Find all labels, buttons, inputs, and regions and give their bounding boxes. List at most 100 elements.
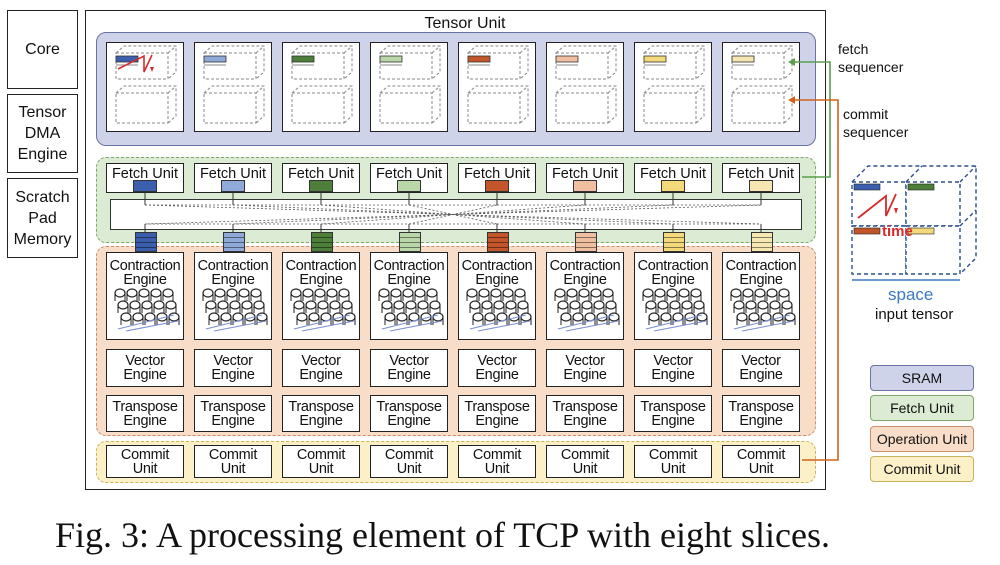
fetch-buffer-block	[573, 180, 597, 192]
vector-engine-label: Vector Engine	[211, 353, 255, 383]
input-tensor-diagram: time	[851, 165, 977, 281]
fetch-unit-5: Fetch Unit	[458, 163, 536, 193]
sram-cube-icon	[643, 45, 704, 124]
contraction-engine-label: Contraction Engine	[725, 258, 797, 288]
input-tensor-caption: input tensor	[875, 306, 954, 323]
sram-cube-icon	[731, 45, 792, 124]
operand-stack-block	[487, 232, 509, 252]
contraction-engine-4: Contraction Engine	[370, 252, 448, 340]
transpose-engine-2: Transpose Engine	[194, 395, 272, 432]
operand-stack-block	[663, 232, 685, 252]
sram-slice-2	[194, 42, 272, 132]
transpose-engine-5: Transpose Engine	[458, 395, 536, 432]
fetch-unit-7: Fetch Unit	[634, 163, 712, 193]
sram-cube-icon	[379, 45, 440, 124]
fetch-buffer-block	[221, 180, 245, 192]
transpose-engine-4: Transpose Engine	[370, 395, 448, 432]
commit-unit-8: Commit Unit	[722, 445, 800, 478]
legend-item-1: SRAM	[870, 365, 974, 391]
sram-slice-1	[106, 42, 184, 132]
fetch-buffer-block	[661, 180, 685, 192]
commit-unit-label: Commit Unit	[208, 446, 258, 477]
contraction-engine-label: Contraction Engine	[637, 258, 709, 288]
contraction-engine-label: Contraction Engine	[549, 258, 621, 288]
fetch-unit-label: Fetch Unit	[199, 166, 267, 182]
contraction-engine-label: Contraction Engine	[373, 258, 445, 288]
transpose-engine-3: Transpose Engine	[282, 395, 360, 432]
commit-unit-7: Commit Unit	[634, 445, 712, 478]
vector-engine-5: Vector Engine	[458, 349, 536, 387]
mac-array-icon	[201, 288, 268, 332]
commit-unit-4: Commit Unit	[370, 445, 448, 478]
operand-stack-block	[575, 232, 597, 252]
fetch-unit-6: Fetch Unit	[546, 163, 624, 193]
commit-unit-label: Commit Unit	[296, 446, 346, 477]
commit-unit-label: Commit Unit	[736, 446, 786, 477]
transpose-engine-label: Transpose Engine	[464, 398, 530, 429]
fetch-unit-label: Fetch Unit	[463, 166, 531, 182]
vector-engine-label: Vector Engine	[387, 353, 431, 383]
commit-unit-3: Commit Unit	[282, 445, 360, 478]
transpose-engine-label: Transpose Engine	[640, 398, 706, 429]
vector-engine-label: Vector Engine	[475, 353, 519, 383]
transpose-engine-label: Transpose Engine	[112, 398, 178, 429]
tensor-dma-engine-label: Tensor DMA Engine	[17, 104, 68, 163]
fetch-unit-label: Fetch Unit	[375, 166, 443, 182]
operand-stack-block	[311, 232, 333, 252]
legend-label: Commit Unit	[883, 461, 961, 477]
sram-cube-icon	[203, 45, 264, 124]
vector-engine-label: Vector Engine	[299, 353, 343, 383]
mac-array-icon	[641, 288, 708, 332]
tensor-dma-engine-box: Tensor DMA Engine	[7, 94, 78, 173]
vector-engine-label: Vector Engine	[563, 353, 607, 383]
legend-item-4: Commit Unit	[870, 456, 974, 482]
sram-cube-icon	[467, 45, 528, 124]
space-label: space	[888, 285, 934, 304]
contraction-engine-6: Contraction Engine	[546, 252, 624, 340]
sram-slice-4	[370, 42, 448, 132]
vector-engine-8: Vector Engine	[722, 349, 800, 387]
contraction-engine-3: Contraction Engine	[282, 252, 360, 340]
transpose-engine-6: Transpose Engine	[546, 395, 624, 432]
commit-unit-5: Commit Unit	[458, 445, 536, 478]
vector-engine-2: Vector Engine	[194, 349, 272, 387]
vector-engine-1: Vector Engine	[106, 349, 184, 387]
transpose-engine-label: Transpose Engine	[200, 398, 266, 429]
scratch-pad-memory-box: Scratch Pad Memory	[7, 178, 78, 258]
fetch-unit-label: Fetch Unit	[111, 166, 179, 182]
fetch-sequencer-label: fetch sequencer	[838, 41, 904, 75]
commit-unit-label: Commit Unit	[384, 446, 434, 477]
transpose-engine-label: Transpose Engine	[728, 398, 794, 429]
legend-label: SRAM	[901, 370, 943, 386]
sram-cube-icon	[555, 45, 616, 124]
operand-stack-block	[135, 232, 157, 252]
legend-label: Operation Unit	[876, 431, 968, 447]
sram-slice-7	[634, 42, 712, 132]
commit-unit-6: Commit Unit	[546, 445, 624, 478]
tensor-unit-title: Tensor Unit	[424, 15, 506, 32]
legend-item-2: Fetch Unit	[870, 395, 974, 421]
fetch-buffer-block	[749, 180, 773, 192]
transpose-engine-label: Transpose Engine	[288, 398, 354, 429]
mac-array-icon	[289, 288, 356, 332]
transpose-engine-label: Transpose Engine	[552, 398, 618, 429]
legend-label: Fetch Unit	[890, 400, 954, 416]
fetch-unit-label: Fetch Unit	[639, 166, 707, 182]
vector-engine-6: Vector Engine	[546, 349, 624, 387]
sram-cube-icon	[115, 45, 176, 124]
commit-unit-2: Commit Unit	[194, 445, 272, 478]
mac-array-icon	[465, 288, 532, 332]
transpose-engine-label: Transpose Engine	[376, 398, 442, 429]
contraction-engine-label: Contraction Engine	[109, 258, 181, 288]
vector-engine-7: Vector Engine	[634, 349, 712, 387]
operand-stack-block	[751, 232, 773, 252]
sram-slice-8	[722, 42, 800, 132]
contraction-engine-label: Contraction Engine	[285, 258, 357, 288]
commit-unit-label: Commit Unit	[648, 446, 698, 477]
contraction-engine-8: Contraction Engine	[722, 252, 800, 340]
contraction-engine-5: Contraction Engine	[458, 252, 536, 340]
fetch-buffer-block	[397, 180, 421, 192]
commit-unit-label: Commit Unit	[560, 446, 610, 477]
sram-cube-icon	[291, 45, 352, 124]
